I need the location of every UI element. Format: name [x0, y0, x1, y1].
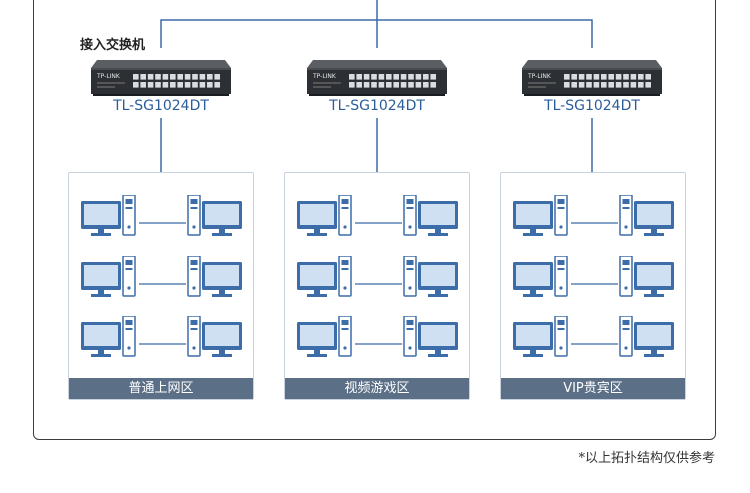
network-switch-icon: TP-LINK — [307, 60, 447, 96]
computer-left — [513, 255, 569, 302]
zone-2: 视频游戏区 — [284, 172, 470, 400]
zone-wires — [139, 222, 186, 345]
desktop-computer-icon — [81, 315, 136, 357]
desktop-computer-icon — [187, 255, 242, 297]
desktop-computer-icon — [297, 194, 352, 236]
zone-wires — [355, 222, 402, 345]
desktop-computer-icon — [513, 315, 568, 357]
switch-2: TP-LINK TL-SG1024DT — [307, 60, 447, 114]
topology-frame — [33, 0, 716, 440]
zone-3: VIP贵宾区 — [500, 172, 686, 400]
desktop-computer-icon — [619, 255, 674, 297]
computer-left — [81, 315, 137, 362]
switch-model-label: TL-SG1024DT — [113, 98, 209, 114]
switch-1: TP-LINK TL-SG1024DT — [91, 60, 231, 114]
computer-right — [618, 194, 674, 241]
computer-left — [297, 194, 353, 241]
desktop-computer-icon — [513, 255, 568, 297]
computer-left — [297, 315, 353, 362]
zone-1: 普通上网区 — [68, 172, 254, 400]
footnote: *以上拓扑结构仅供参考 — [578, 451, 715, 466]
zone-label: 普通上网区 — [69, 378, 253, 399]
computer-left — [297, 255, 353, 302]
desktop-computer-icon — [187, 315, 242, 357]
switch-brand: TP-LINK — [527, 73, 552, 80]
network-switch-icon: TP-LINK — [522, 60, 662, 96]
computer-right — [618, 315, 674, 362]
desktop-computer-icon — [513, 194, 568, 236]
desktop-computer-icon — [81, 255, 136, 297]
computer-left — [81, 255, 137, 302]
access-switch-label: 接入交换机 — [80, 38, 146, 53]
zone-wires — [571, 222, 618, 345]
network-switch-icon: TP-LINK — [91, 60, 231, 96]
computer-left — [513, 315, 569, 362]
desktop-computer-icon — [403, 255, 458, 297]
desktop-computer-icon — [619, 194, 674, 236]
computer-right — [402, 255, 458, 302]
computer-right — [186, 194, 242, 241]
zone-label: VIP贵宾区 — [501, 378, 685, 399]
computer-left — [513, 194, 569, 241]
computer-right — [402, 194, 458, 241]
desktop-computer-icon — [619, 315, 674, 357]
computer-right — [186, 315, 242, 362]
desktop-computer-icon — [187, 194, 242, 236]
switch-3: TP-LINK TL-SG1024DT — [522, 60, 662, 114]
computer-right — [186, 255, 242, 302]
desktop-computer-icon — [403, 194, 458, 236]
desktop-computer-icon — [81, 194, 136, 236]
switch-model-label: TL-SG1024DT — [544, 98, 640, 114]
desktop-computer-icon — [297, 255, 352, 297]
switch-brand: TP-LINK — [96, 73, 121, 80]
desktop-computer-icon — [297, 315, 352, 357]
computer-right — [618, 255, 674, 302]
switch-model-label: TL-SG1024DT — [329, 98, 425, 114]
desktop-computer-icon — [403, 315, 458, 357]
switch-brand: TP-LINK — [312, 73, 337, 80]
computer-left — [81, 194, 137, 241]
computer-right — [402, 315, 458, 362]
zone-label: 视频游戏区 — [285, 378, 469, 399]
